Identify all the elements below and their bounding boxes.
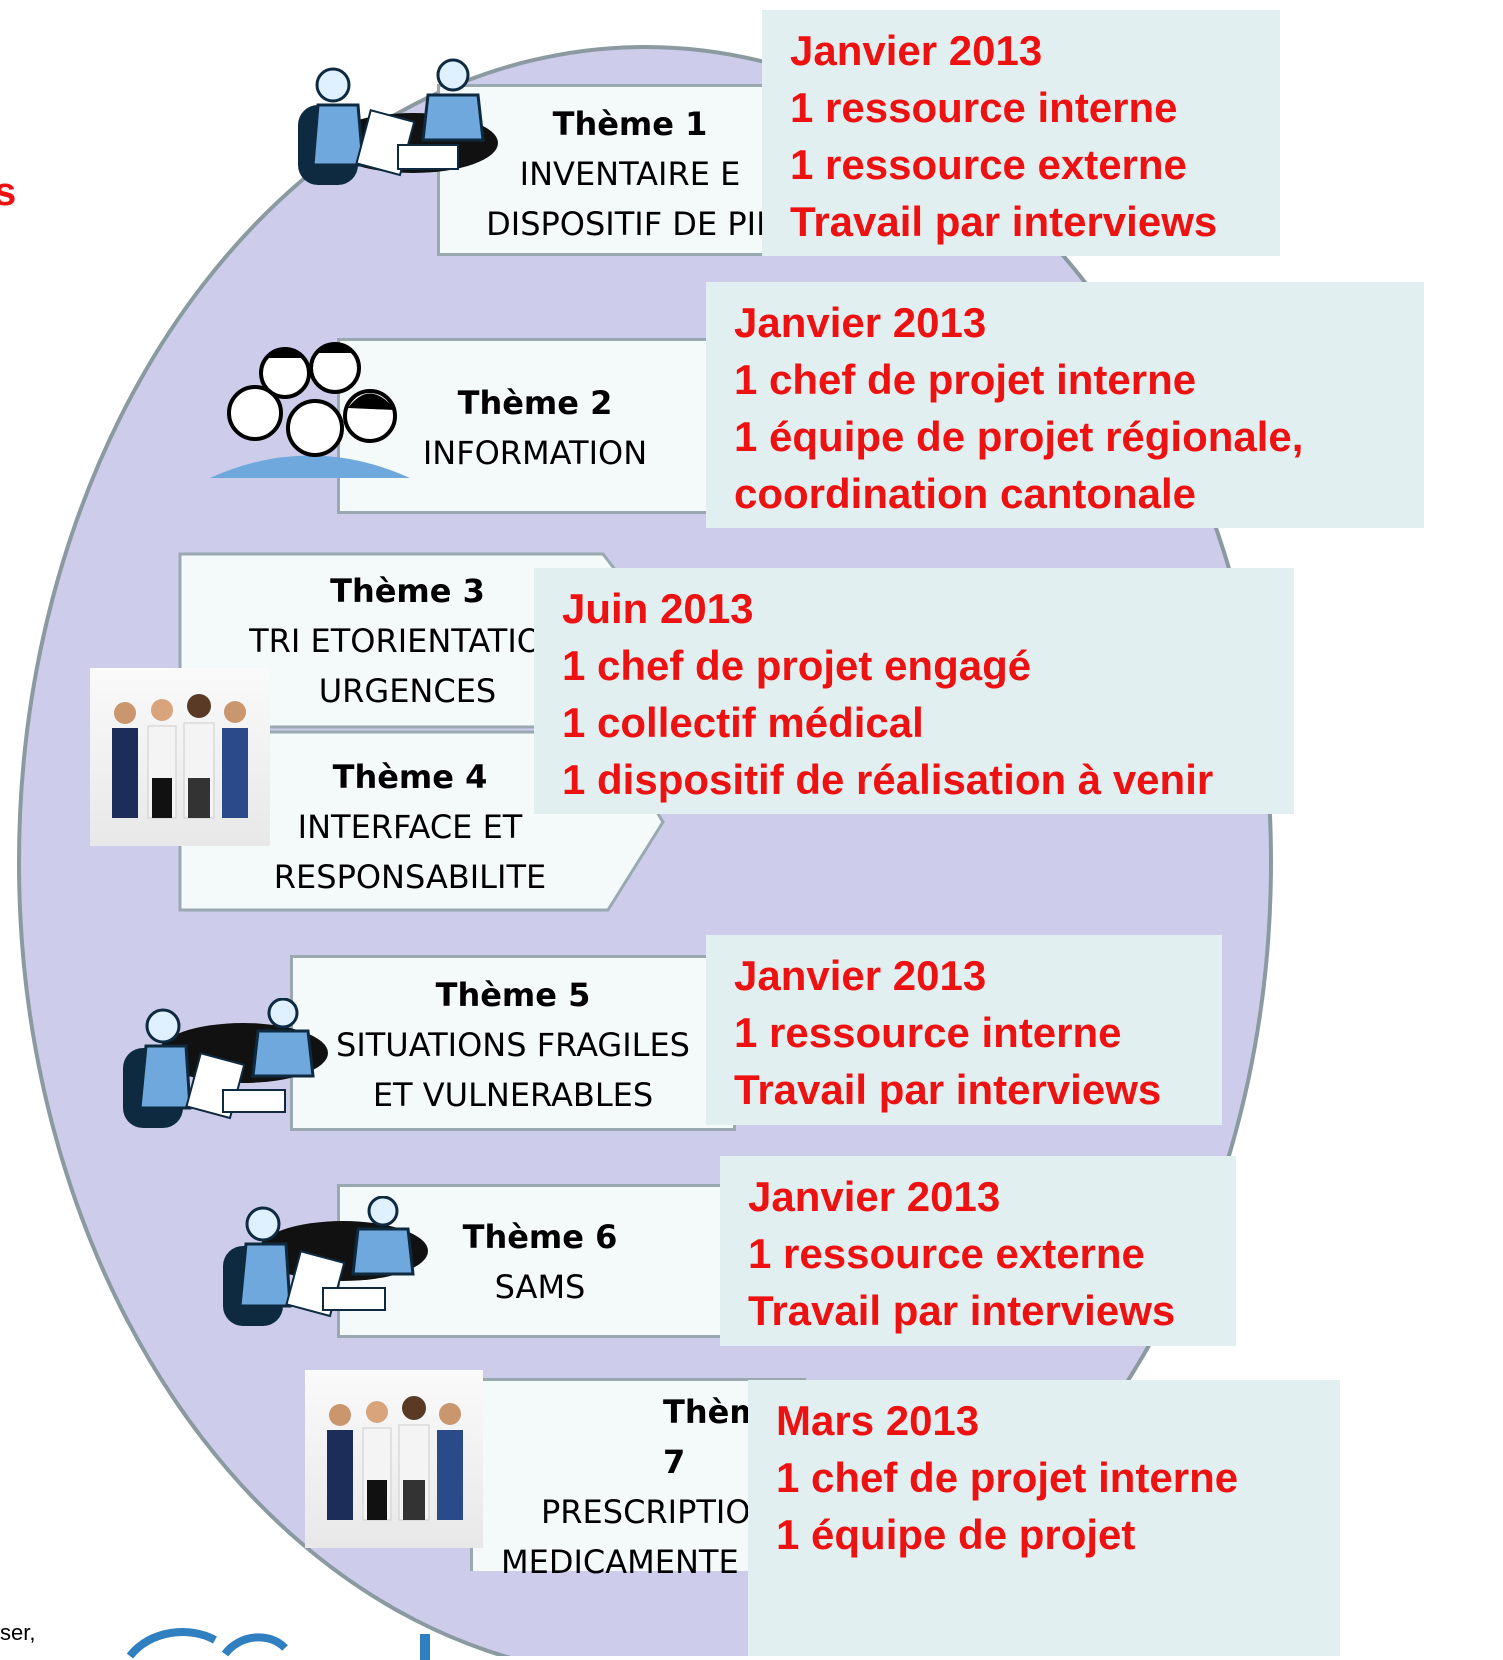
callout-line: 1 ressource interne bbox=[790, 84, 1178, 131]
theme-line: SAMS bbox=[494, 1268, 586, 1306]
callout-theme-1: Janvier 2013 1 ressource interne 1 resso… bbox=[762, 10, 1280, 256]
callout-line: 1 collectif médical bbox=[562, 699, 924, 746]
logo-fragment bbox=[126, 1628, 430, 1660]
callout-theme-5: Janvier 2013 1 ressource interne Travail… bbox=[706, 935, 1222, 1125]
interview-clipart-icon bbox=[123, 998, 328, 1128]
callout-line: 1 chef de projet interne bbox=[734, 356, 1197, 403]
theme-line: TRI ETORIENTATION bbox=[249, 622, 566, 660]
callout-line: Travail par interviews bbox=[748, 1287, 1176, 1334]
callout-theme-2: Janvier 2013 1 chef de projet interne 1 … bbox=[706, 282, 1424, 528]
callout-line: 1 ressource externe bbox=[748, 1230, 1145, 1277]
callout-line: 1 chef de projet interne bbox=[776, 1454, 1239, 1501]
theme-2-box: Thème 2 INFORMATION bbox=[337, 338, 733, 514]
callout-line: coordination cantonale bbox=[734, 470, 1197, 517]
interview-clipart-icon bbox=[223, 1196, 428, 1326]
edge-fragment-bottom: ser, bbox=[0, 1620, 36, 1645]
theme-line: INFORMATION bbox=[422, 434, 648, 472]
theme-number: Thème 1 bbox=[552, 105, 708, 143]
medical-staff-photo bbox=[305, 1370, 483, 1548]
theme-line: URGENCES bbox=[318, 672, 497, 710]
callout-theme-7: Mars 2013 1 chef de projet interne 1 équ… bbox=[748, 1380, 1340, 1656]
callout-line: 1 ressource externe bbox=[790, 141, 1187, 188]
edge-fragment-red: s bbox=[0, 170, 17, 214]
theme-3-box: Thème 3 TRI ETORIENTATION URGENCES bbox=[180, 566, 635, 716]
callout-line: 1 chef de projet engagé bbox=[562, 642, 1032, 689]
callout-theme-3-4: Juin 2013 1 chef de projet engagé 1 coll… bbox=[534, 568, 1294, 814]
callout-line: Janvier 2013 bbox=[734, 952, 987, 999]
callout-line: Travail par interviews bbox=[734, 1066, 1162, 1113]
theme-4-box: Thème 4 INTERFACE ET RESPONSABILITE bbox=[180, 752, 640, 902]
callout-line: Janvier 2013 bbox=[748, 1173, 1001, 1220]
group-people-clipart-icon bbox=[210, 342, 410, 478]
theme-line: MEDICAMENTE bbox=[501, 1543, 739, 1581]
callout-line: Juin 2013 bbox=[562, 585, 754, 632]
callout-theme-6: Janvier 2013 1 ressource externe Travail… bbox=[720, 1156, 1236, 1346]
theme-line: INVENTAIRE E bbox=[519, 155, 741, 193]
theme-5-box: Thème 5 SITUATIONS FRAGILES ET VULNERABL… bbox=[290, 955, 736, 1131]
theme-number: Thème 5 bbox=[435, 976, 591, 1014]
theme-line: PRESCRIPTIO bbox=[541, 1493, 751, 1531]
theme-line: RESPONSABILITE bbox=[273, 858, 547, 896]
theme-line: SITUATIONS FRAGILES bbox=[336, 1026, 690, 1064]
callout-line: 1 ressource interne bbox=[734, 1009, 1122, 1056]
callout-line: Janvier 2013 bbox=[734, 299, 987, 346]
theme-number: Thème 2 bbox=[457, 384, 613, 422]
callout-line: Travail par interviews bbox=[790, 198, 1218, 245]
callout-line: 1 équipe de projet régionale, bbox=[734, 413, 1304, 460]
callout-line: 1 équipe de projet bbox=[776, 1511, 1136, 1558]
theme-1-box: Thème 1 INVENTAIRE E DISPOSITIF DE PIL bbox=[437, 84, 823, 256]
callout-line: Mars 2013 bbox=[776, 1397, 980, 1444]
theme-number: Thème 4 bbox=[332, 758, 488, 796]
interview-clipart-icon bbox=[298, 58, 498, 185]
theme-line: DISPOSITIF DE PIL bbox=[486, 205, 774, 243]
medical-staff-photo bbox=[90, 668, 270, 846]
theme-line: INTERFACE ET bbox=[297, 808, 523, 846]
theme-6-box: Thème 6 SAMS bbox=[337, 1184, 743, 1338]
theme-number: Thème 6 bbox=[462, 1218, 618, 1256]
callout-line: Janvier 2013 bbox=[790, 27, 1043, 74]
callout-line: 1 dispositif de réalisation à venir bbox=[562, 756, 1214, 803]
theme-line: ET VULNERABLES bbox=[372, 1076, 654, 1114]
theme-number: Thème 3 bbox=[330, 572, 485, 610]
